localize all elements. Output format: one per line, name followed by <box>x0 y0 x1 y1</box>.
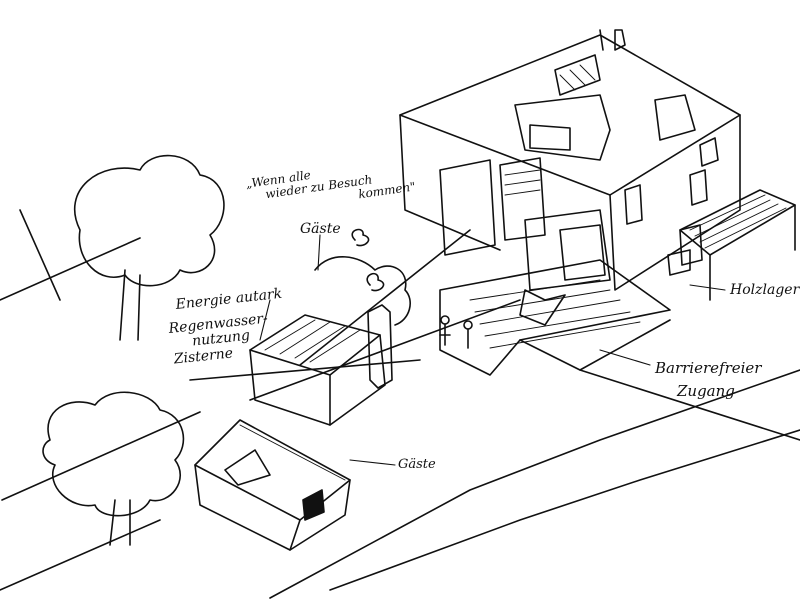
leader-lines <box>259 234 726 466</box>
barriere-line-1: Barrierefreier <box>655 359 762 377</box>
tree-left <box>73 154 225 341</box>
annotation-holzlager: Holzlager <box>730 282 800 298</box>
annotation-barrierefrei: Barrierefreier Zugang <box>655 360 761 399</box>
barriere-line-2: Zugang <box>677 381 735 400</box>
guest-house-bottom <box>194 419 351 551</box>
annotation-gaeste-top: Gäste <box>300 221 341 237</box>
wood-storage <box>667 189 796 301</box>
street-lines <box>0 209 800 599</box>
annotation-gaeste-bottom: Gäste <box>398 457 436 472</box>
terrace-ramp <box>439 259 671 376</box>
guest-house-middle <box>249 228 411 426</box>
entrance-porch <box>439 157 611 291</box>
tree-bottom-left <box>42 391 185 546</box>
